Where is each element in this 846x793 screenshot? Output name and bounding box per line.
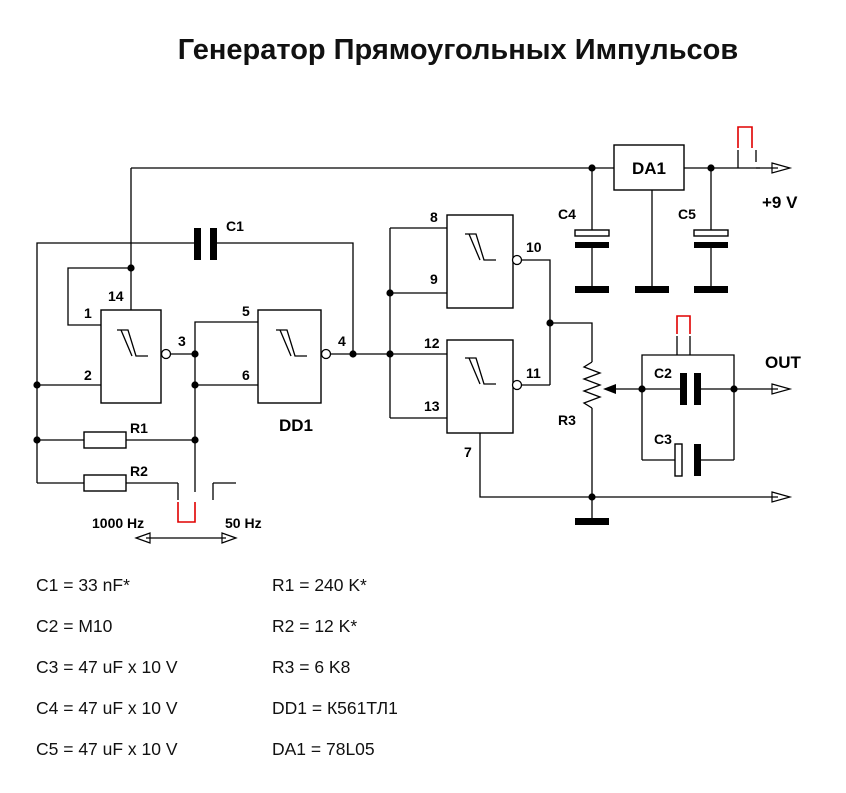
parts-right-2: R2 = 12 K* <box>272 616 358 636</box>
parts-left-2: C2 = M10 <box>36 616 113 636</box>
vcc-label: +9 V <box>762 193 798 212</box>
gate-2: DD1 <box>257 309 332 435</box>
pin-6: 6 <box>242 367 250 383</box>
parts-left-3: C3 = 47 uF x 10 V <box>36 657 178 677</box>
power-rail <box>130 167 760 310</box>
pin-9: 9 <box>430 271 438 287</box>
c4-label: C4 <box>558 206 576 222</box>
pin-12: 12 <box>424 335 440 351</box>
pin-3: 3 <box>178 333 186 349</box>
regulator-da1: DA1 <box>613 144 685 293</box>
capacitor-c1: C1 <box>36 218 354 385</box>
freq-lo-label: 50 Hz <box>225 515 262 531</box>
gate-4 <box>446 339 523 434</box>
parts-right-4: DD1 = К561ТЛ1 <box>272 698 398 718</box>
pin-numbers: 1 14 2 3 5 6 4 8 9 10 12 13 11 7 <box>84 209 542 460</box>
parts-right-5: DA1 = 78L05 <box>272 739 375 759</box>
frequency-switch: 1000 Hz 50 Hz <box>92 482 262 544</box>
power-input: +9 V <box>737 126 798 212</box>
capacitor-c5: C5 <box>678 168 729 293</box>
output: OUT <box>676 315 802 395</box>
pin-5: 5 <box>242 303 250 319</box>
gate-1 <box>100 309 172 404</box>
r2-label: R2 <box>130 463 148 479</box>
pin-1: 1 <box>84 305 92 321</box>
c2-label: C2 <box>654 365 672 381</box>
capacitor-c3: C3 <box>642 431 734 477</box>
dd1-label: DD1 <box>279 416 313 435</box>
gate-3 <box>446 214 523 309</box>
out-label: OUT <box>765 353 802 372</box>
resistor-r1: R1 <box>36 385 195 483</box>
c5-label: C5 <box>678 206 696 222</box>
r1-label: R1 <box>130 420 148 436</box>
pin-13: 13 <box>424 398 440 414</box>
parts-left-1: C1 = 33 nF* <box>36 575 130 595</box>
pin-7: 7 <box>464 444 472 460</box>
capacitor-c2: C2 <box>641 354 778 460</box>
pin-11: 11 <box>526 365 541 381</box>
c1-label: C1 <box>226 218 244 234</box>
pin-4: 4 <box>338 333 346 349</box>
pin-8: 8 <box>430 209 438 225</box>
c3-label: C3 <box>654 431 672 447</box>
parts-right-3: R3 = 6 K8 <box>272 657 351 677</box>
schematic-title: Генератор Прямоугольных Импульсов <box>177 34 739 66</box>
capacitor-c4: C4 <box>558 168 610 293</box>
da1-label: DA1 <box>632 159 666 178</box>
freq-hi-label: 1000 Hz <box>92 515 144 531</box>
r3-label: R3 <box>558 412 576 428</box>
resistor-r2: R2 <box>37 463 178 492</box>
parts-left-4: C4 = 47 uF x 10 V <box>36 698 178 718</box>
parts-left-5: C5 = 47 uF x 10 V <box>36 739 178 759</box>
pin-14: 14 <box>108 288 124 304</box>
junction-dots <box>33 164 738 501</box>
parts-right-1: R1 = 240 K* <box>272 575 367 595</box>
pin-2: 2 <box>84 367 92 383</box>
potentiometer-r3: R3 <box>550 322 642 525</box>
pin-10: 10 <box>526 239 542 255</box>
